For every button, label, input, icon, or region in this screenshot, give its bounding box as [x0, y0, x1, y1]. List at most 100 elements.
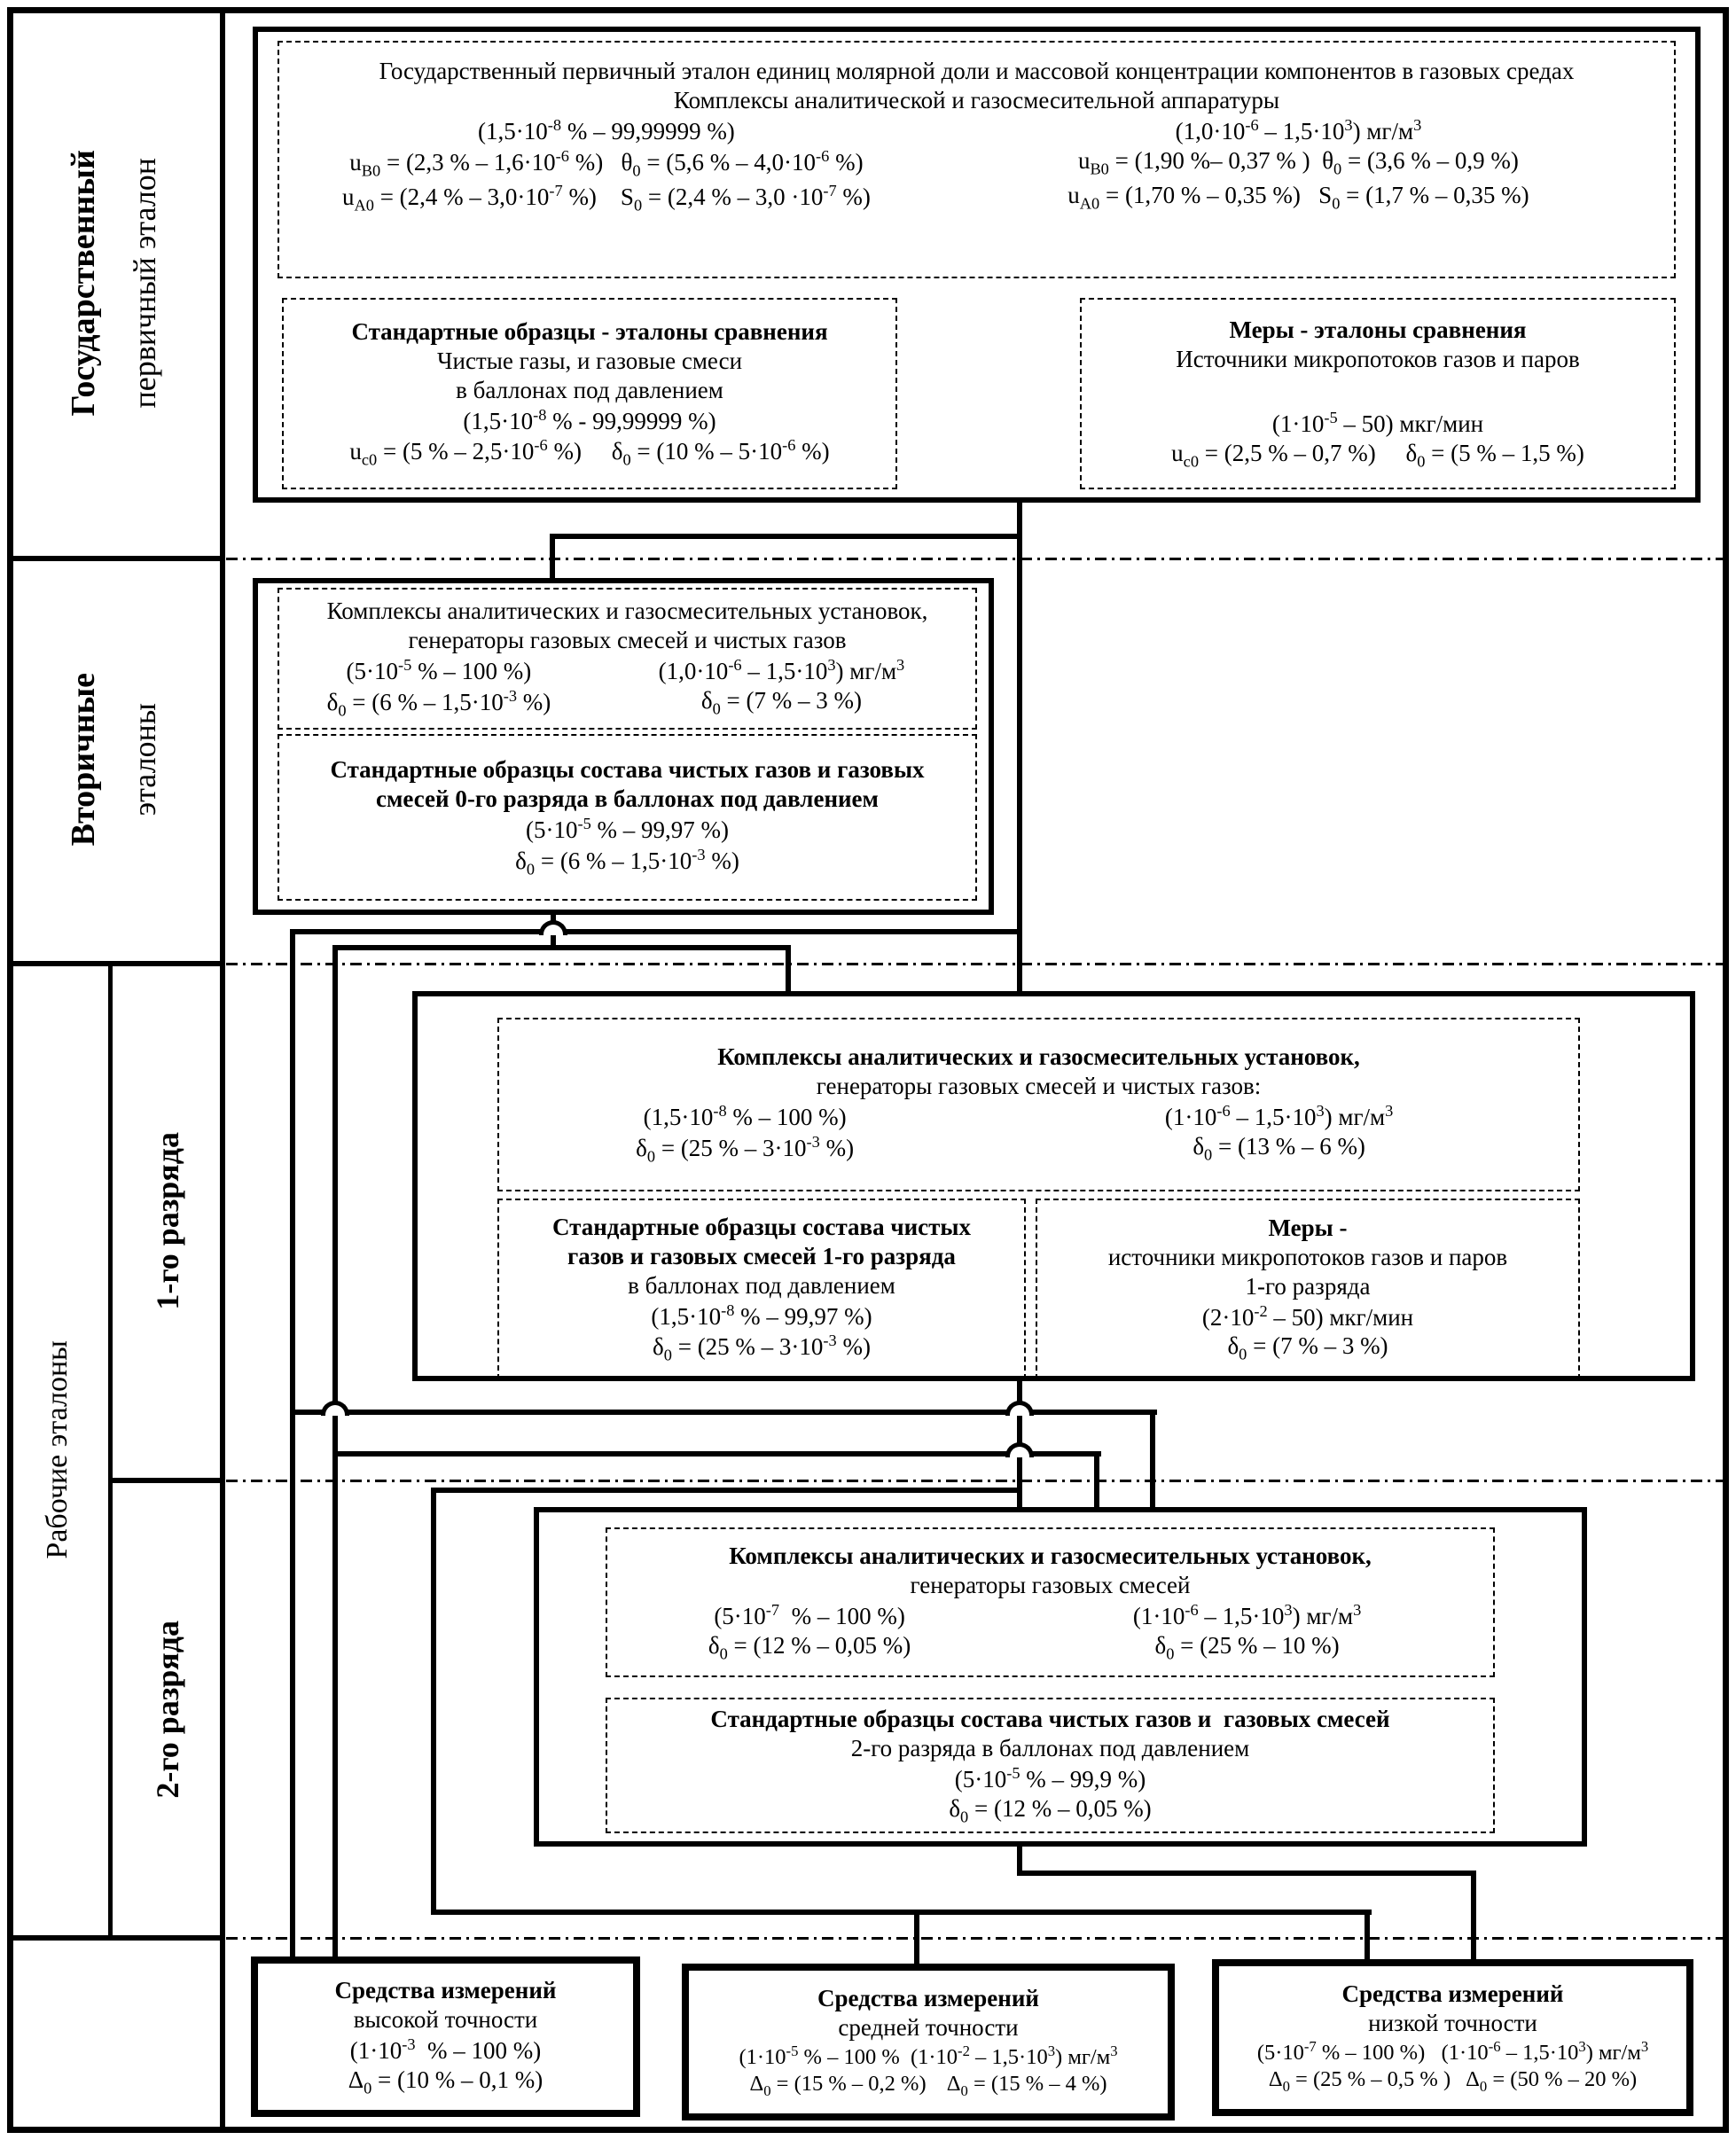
connector-left-rail-c	[431, 1488, 436, 1915]
si-medium-delta: Δ0 = (15 % – 0,2 %) Δ0 = (15 % – 4 %)	[749, 2071, 1107, 2099]
first-samples-line3: в баллонах под давлением	[628, 1271, 895, 1299]
sidebar-working-label: Рабочие эталоны	[41, 1339, 74, 1559]
comparison-measures-box: Меры - эталоны сравнения Источники микро…	[1080, 298, 1676, 489]
connector-rail1	[290, 929, 1022, 934]
si-high-accuracy-block: Средства измерений высокой точности (1·1…	[251, 1956, 640, 2117]
second-samples-line1: Стандартные образцы состава чистых газов…	[710, 1705, 1390, 1732]
connector-primary-trunk	[1017, 501, 1022, 993]
first-measures-range: (2·10-2 – 50) мкг/мин	[1201, 1301, 1414, 1331]
sidebar-row-secondary: Вторичные эталоны	[7, 561, 220, 958]
secondary-complex-line2: генераторы газовых смесей и чистых газов	[408, 627, 847, 654]
connector-rail3	[293, 1410, 1157, 1415]
secondary-mass-range: (1,0·10-6 – 1,5·103) мг/м3	[658, 656, 905, 685]
sidebar-row-category2: 2-го разряда	[113, 1486, 222, 1933]
comparison-samples-line2: в баллонах под давлением	[456, 376, 723, 403]
sidebar-row-primary: Государственный первичный эталон	[7, 12, 220, 553]
sidebar-divider-line	[220, 7, 225, 2133]
si-high-range: (1·10-3 % – 100 %)	[349, 2035, 542, 2064]
second-samples-line2: 2-го разряда в баллонах под давлением	[850, 1734, 1250, 1761]
si-low-accuracy-block: Средства измерений низкой точности (5·10…	[1212, 1959, 1693, 2116]
connector-primary-to-secondary-v	[550, 534, 555, 580]
second-samples-box: Стандартные образцы состава чистых газов…	[606, 1698, 1495, 1833]
comparison-measures-range: (1·10-5 – 50) мкг/мин	[1271, 409, 1484, 438]
primary-mole-range: (1,5·10-8 % – 99,99999 %)	[478, 115, 735, 144]
secondary-samples-line2: смесей 0-го разряда в баллонах под давле…	[376, 785, 879, 813]
secondary-complex-title: Комплексы аналитических и газосмесительн…	[326, 597, 928, 625]
si-high-line2: высокой точности	[353, 2005, 538, 2033]
first-samples-box: Стандартные образцы состава чистых газов…	[497, 1199, 1026, 1379]
line-jump-arc	[1005, 1401, 1034, 1416]
first-mass-range: (1·10-6 – 1,5·103) мг/м3	[1164, 1102, 1394, 1131]
connector-drop-low-2	[1471, 1871, 1476, 1961]
secondary-standards-block	[253, 578, 994, 915]
secondary-samples-line1: Стандартные образцы состава чистых газов…	[330, 756, 925, 784]
connector-primary-to-secondary-h	[550, 534, 1022, 539]
line-jump-arc	[321, 1401, 349, 1416]
secondary-mole-range: (5·10-5 % – 100 %)	[346, 656, 532, 685]
primary-title: Государственный первичный эталон единиц …	[379, 58, 1575, 84]
comparison-measures-uncertainty: uc0 = (2,5 % – 0,7 %) δ0 = (5 % – 1,5 %)	[1171, 440, 1584, 471]
first-measures-box: Меры - источники микропотоков газов и па…	[1036, 1199, 1580, 1379]
first-measures-title: Меры -	[1268, 1214, 1348, 1241]
comparison-measures-line1: Источники микропотоков газов и паров	[1176, 346, 1580, 373]
sidebar-primary-label-1: Государственный	[65, 149, 102, 417]
primary-mass-range: (1,0·10-6 – 1,5·103) мг/м3	[1175, 115, 1422, 144]
connector-drop-medium	[914, 1910, 919, 1965]
first-samples-delta: δ0 = (25 % – 3·10-3 %)	[653, 1332, 871, 1364]
sidebar-category1-label: 1-го разряда	[149, 1131, 185, 1310]
sidebar-category-line	[108, 1478, 225, 1483]
comparison-samples-line1: Чистые газы, и газовые смеси	[436, 347, 743, 374]
first-mole-delta: δ0 = (25 % – 3·10-3 %)	[636, 1133, 855, 1166]
primary-standard-block	[253, 27, 1701, 503]
first-complex-title: Комплексы аналитических и газосмесительн…	[717, 1043, 1360, 1071]
connector-rail5	[431, 1488, 1022, 1493]
first-complex-box: Комплексы аналитических и газосмесительн…	[497, 1018, 1580, 1191]
second-complex-line2: генераторы газовых смесей	[910, 1571, 1191, 1598]
level-separator-3	[226, 1480, 1729, 1482]
si-medium-line2: средней точности	[838, 2013, 1019, 2041]
primary-subtitle: Комплексы аналитической и газосмесительн…	[673, 86, 1280, 113]
comparison-samples-box: Стандартные образцы - эталоны сравнения …	[282, 298, 897, 489]
connector-second-output-h	[1017, 1871, 1476, 1876]
secondary-samples-delta: δ0 = (6 % – 1,5·10-3 %)	[515, 846, 739, 879]
connector-rail2	[332, 945, 791, 950]
si-low-line2: низкой точности	[1368, 2009, 1537, 2036]
first-measures-line3: 1-го разряда	[1245, 1272, 1371, 1300]
connector-left-rail-a	[290, 929, 295, 1959]
first-measures-line2: источники микропотоков газов и паров	[1107, 1243, 1508, 1270]
primary-mole-uncertainty-1: uB0 = (2,3 % – 1,6·10-6 %) θ0 = (5,6 % –…	[349, 146, 864, 180]
secondary-samples-box: Стандартные образцы состава чистых газов…	[278, 734, 977, 901]
comparison-samples-title: Стандартные образцы - эталоны сравнения	[351, 317, 828, 345]
connector-second-output-v	[1017, 1845, 1022, 1876]
second-complex-box: Комплексы аналитических и газосмесительн…	[606, 1527, 1495, 1677]
secondary-complex-box: Комплексы аналитических и газосмесительн…	[278, 588, 977, 730]
sidebar-secondary-label-1: Вторичные	[65, 673, 102, 847]
first-samples-line1: Стандартные образцы состава чистых	[552, 1213, 971, 1240]
si-low-range: (5·10-7 % – 100 %) (1·10-6 – 1,5·103) мг…	[1256, 2037, 1649, 2065]
connector-rail3-drop	[1150, 1410, 1155, 1509]
sidebar-primary-label-2: первичный эталон	[127, 157, 162, 409]
first-category-block	[412, 991, 1695, 1381]
second-samples-range: (5·10-5 % – 99,9 %)	[954, 1763, 1146, 1792]
first-complex-line2: генераторы газовых смесей и чистых газов…	[816, 1073, 1262, 1100]
sidebar-secondary-label-2: эталоны	[127, 703, 162, 816]
si-medium-range: (1·10-5 % – 100 % (1·10-2 – 1,5·103) мг/…	[739, 2042, 1118, 2069]
level-separator-2	[226, 963, 1729, 965]
comparison-samples-uncertainty: uc0 = (5 % – 2,5·10-6 %) δ0 = (10 % – 5·…	[349, 436, 830, 469]
si-low-delta: Δ0 = (25 % – 0,5 % ) Δ0 = (50 % – 20 %)	[1268, 2066, 1638, 2095]
primary-mass-uncertainty-1: uB0 = (1,90 %– 0,37 % ) θ0 = (3,6 % – 0,…	[1077, 146, 1519, 178]
connector-secondary-to-first	[786, 945, 791, 993]
sidebar-row1-line	[7, 556, 225, 561]
sidebar-row3-line	[7, 1935, 225, 1941]
first-mole-range: (1,5·10-8 % – 100 %)	[643, 1102, 847, 1131]
connector-rail-c-horizontal	[431, 1910, 1372, 1915]
sidebar-row2-line	[7, 961, 225, 966]
primary-mole-uncertainty-2: uA0 = (2,4 % – 3,0·10-7 %) S0 = (2,4 % –…	[341, 181, 871, 214]
primary-header-box: Государственный первичный эталон единиц …	[278, 41, 1676, 278]
second-samples-delta: δ0 = (12 % – 0,05 %)	[949, 1794, 1152, 1825]
second-mass-range: (1·10-6 – 1,5·103) мг/м3	[1132, 1600, 1362, 1629]
first-samples-line2: газов и газовых смесей 1-го разряда	[567, 1242, 956, 1269]
si-high-title: Средства измерений	[334, 1976, 557, 2003]
first-samples-range: (1,5·10-8 % – 99,97 %)	[651, 1300, 872, 1330]
